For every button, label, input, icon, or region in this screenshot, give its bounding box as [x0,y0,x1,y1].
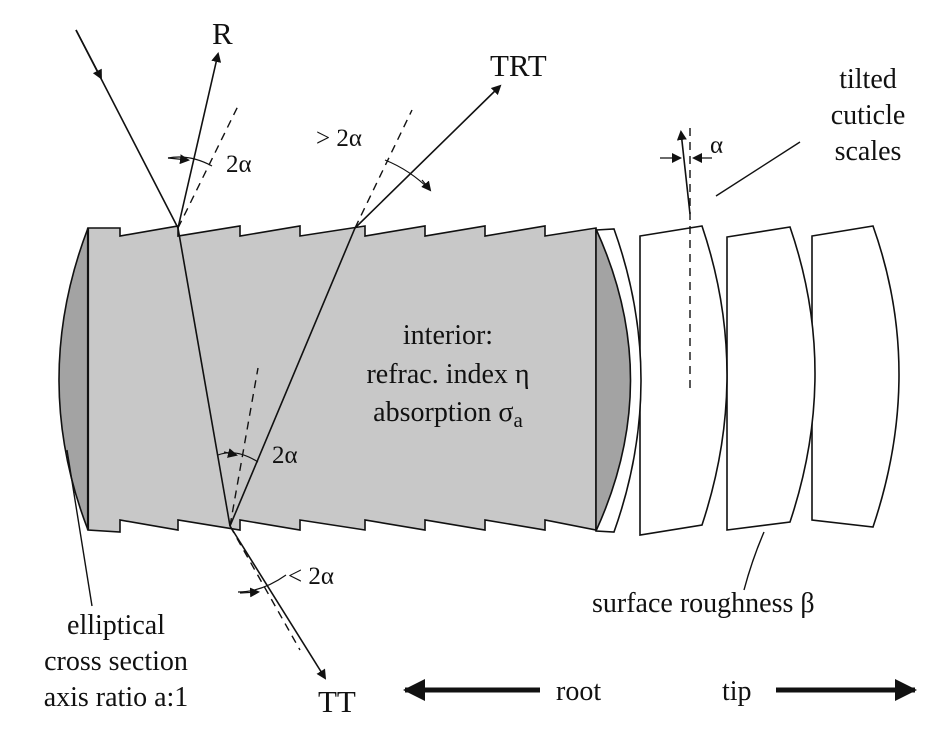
r-normal-dashed [177,105,239,229]
tip-cuticle-scales [595,225,900,536]
roughness-leader [743,531,765,591]
label-tilted-2: cuticle [831,100,906,131]
right-end-cap [595,228,632,532]
label-elliptical-3: axis ratio a:1 [44,682,189,713]
label-tilted-1: tilted [839,64,897,95]
inner-normal-dashed [229,367,259,527]
label-tip: tip [722,676,752,707]
label-two-alpha-r: 2α [226,151,252,178]
label-r: R [212,16,233,51]
label-elliptical-1: elliptical [67,610,165,641]
label-interior-1: interior: [403,320,493,351]
tt-normal-dashed [229,525,301,651]
label-root: root [556,676,601,707]
label-surface-roughness: surface roughness β [592,588,815,619]
label-interior-3-main: absorption σ [373,397,513,428]
trt-angle-tick [421,179,432,192]
label-interior-3-sub: a [513,408,523,432]
r-ray [177,52,222,229]
tip-scale-4 [811,225,900,528]
label-interior-3: absorption σa [373,397,523,432]
label-gt-two-alpha: > 2α [316,125,362,152]
label-tilted-3: scales [835,136,902,167]
trt-angle-arc [384,159,431,191]
trt-ray [354,84,502,229]
tilted-scales-leader [715,141,801,197]
label-alpha: α [710,132,723,159]
r-angle-arc [167,156,213,167]
label-tt: TT [318,684,356,719]
tilt-scale-normal [676,130,691,215]
tt-ray [229,525,327,680]
incident-ray-arrow [75,29,102,80]
trt-normal-dashed [354,109,413,229]
tip-scale-2 [639,225,728,536]
label-lt-two-alpha: < 2α [288,563,334,590]
inner-angle-tick [223,448,238,458]
tt-angle-arc [237,574,287,593]
label-trt: TRT [490,48,547,83]
refracted-ray-down [177,227,231,527]
label-interior-2: refrac. index η [366,359,529,390]
r-angle-tick-l [167,154,190,165]
trt-internal-ray [229,227,356,527]
label-two-alpha-tt: 2α [272,442,298,469]
tip-scale-3 [726,226,816,531]
left-end-cap [58,227,89,531]
elliptical-leader [66,449,93,607]
tt-angle-tick [239,587,260,598]
label-elliptical-2: cross section [44,646,188,677]
